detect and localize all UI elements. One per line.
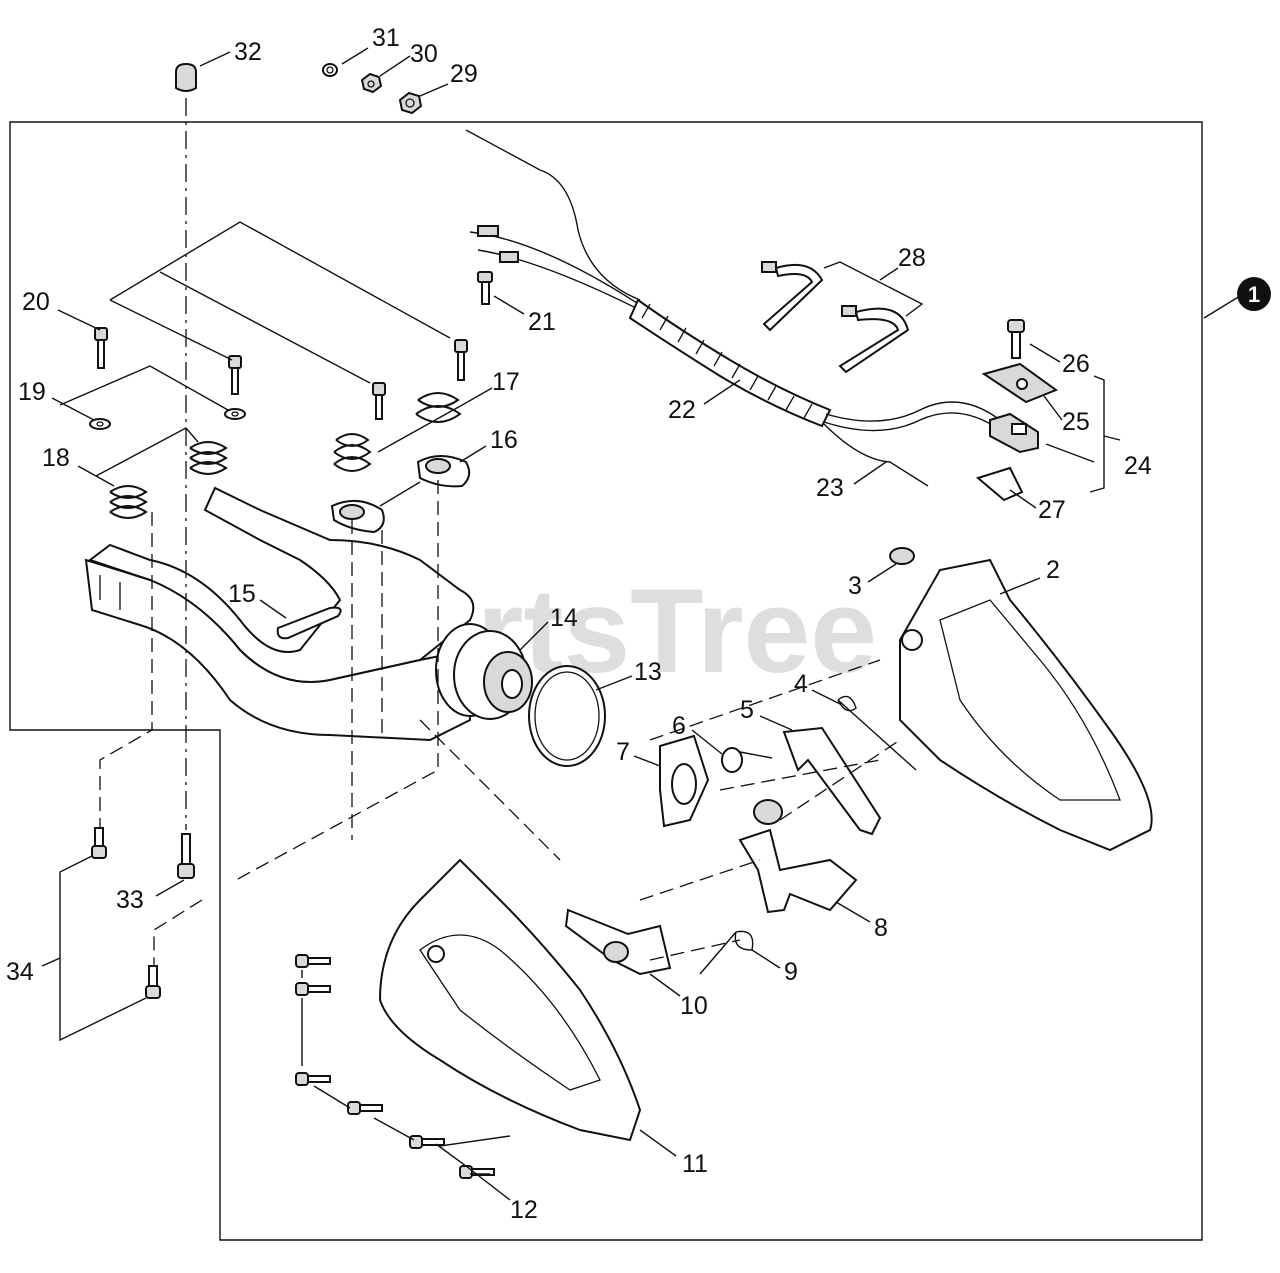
label-12: 12 <box>510 1196 538 1224</box>
part-29-nut <box>398 91 423 115</box>
assembly-lines <box>99 98 901 966</box>
part-28-cable-ties <box>761 261 910 374</box>
part-32-cap <box>175 62 197 92</box>
label-3: 3 <box>848 572 862 600</box>
part-21-screw <box>477 271 493 305</box>
label-31: 31 <box>372 24 400 52</box>
label-2: 2 <box>1046 556 1060 584</box>
label-20: 20 <box>22 288 50 316</box>
label-24: 24 <box>1124 452 1152 480</box>
label-23: 23 <box>816 474 844 502</box>
part-3-grommet <box>889 547 915 565</box>
part-34-bolts <box>91 827 161 999</box>
part-number-labels: 32 31 30 29 20 19 18 17 16 15 14 13 21 2… <box>6 24 1152 1224</box>
label-7: 7 <box>616 738 630 766</box>
label-14: 14 <box>550 604 578 632</box>
part-19-washers <box>89 408 246 430</box>
part-20-bolts <box>94 327 468 420</box>
label-32: 32 <box>234 38 262 66</box>
label-17: 17 <box>492 368 520 396</box>
part-17-springs <box>333 392 462 472</box>
part-31-ring <box>322 63 338 77</box>
part-33-bolt <box>177 833 195 879</box>
label-15: 15 <box>228 580 256 608</box>
label-21: 21 <box>528 308 556 336</box>
part-4-spring <box>837 695 917 771</box>
label-27: 27 <box>1038 496 1066 524</box>
label-28: 28 <box>898 244 926 272</box>
label-19: 19 <box>18 378 46 406</box>
part-22-wire-harness <box>465 129 1001 487</box>
label-25: 25 <box>1062 408 1090 436</box>
part-2-handle-right <box>899 558 1153 852</box>
label-5: 5 <box>740 696 754 724</box>
part-14-pulley <box>435 623 533 720</box>
part-12-screws <box>295 954 495 1179</box>
part-16-mounts <box>330 455 471 534</box>
label-33: 33 <box>116 886 144 914</box>
label-13: 13 <box>634 658 662 686</box>
part-8-trigger <box>738 799 858 914</box>
label-26: 26 <box>1062 350 1090 378</box>
label-34: 34 <box>6 958 34 986</box>
part-chassis-frame <box>84 486 475 742</box>
label-18: 18 <box>42 444 70 472</box>
label-6: 6 <box>672 712 686 740</box>
part-26-screw <box>1007 319 1025 359</box>
leader-lines <box>41 47 1241 1201</box>
part-10-lockout <box>564 908 672 976</box>
part-6-spring <box>721 747 773 773</box>
part-13-oring <box>528 665 606 767</box>
assembly-callout-1: 1 <box>1237 277 1271 311</box>
part-5-lever <box>782 726 882 836</box>
part-9-spring <box>699 930 754 975</box>
label-29: 29 <box>450 60 478 88</box>
label-11: 11 <box>682 1150 708 1178</box>
part-24-switch <box>989 412 1039 454</box>
label-8: 8 <box>874 914 888 942</box>
part-15-clip <box>276 606 342 640</box>
part-25-bracket <box>981 362 1059 404</box>
part-30-nut <box>360 72 383 94</box>
part-27-label <box>975 466 1024 502</box>
label-22: 22 <box>668 396 696 424</box>
assembly-boundary <box>9 121 1203 1241</box>
part-11-handle-left <box>378 858 642 1142</box>
label-30: 30 <box>410 40 438 68</box>
label-16: 16 <box>490 426 518 454</box>
label-4: 4 <box>794 670 808 698</box>
svg-text:1: 1 <box>1248 282 1260 307</box>
label-9: 9 <box>784 958 798 986</box>
part-7-link <box>659 734 710 828</box>
part-18-springs <box>109 441 228 519</box>
label-10: 10 <box>680 992 708 1020</box>
